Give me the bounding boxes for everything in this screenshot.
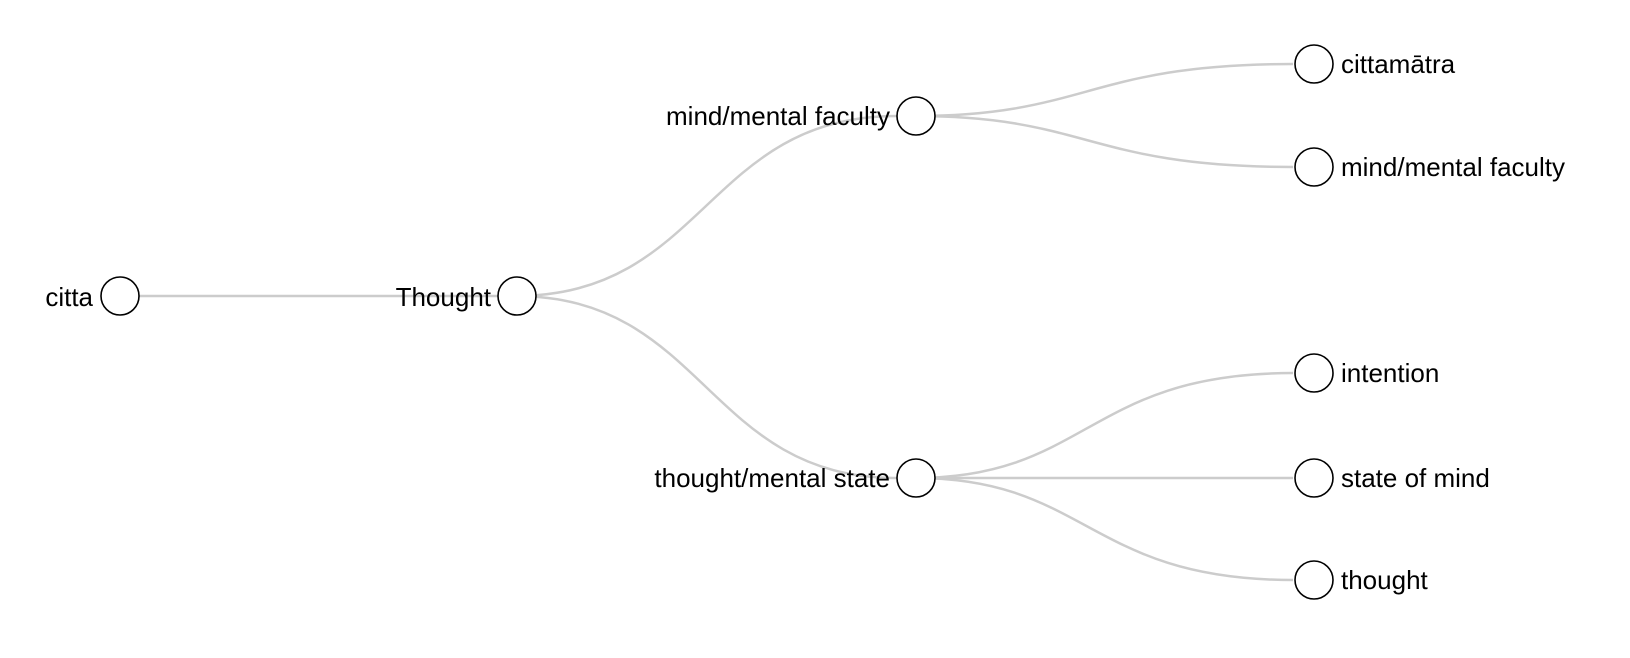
node-mind-mental-faculty-leaf[interactable]: mind/mental faculty xyxy=(1294,147,1565,187)
node-mind-mental-faculty[interactable]: mind/mental faculty xyxy=(666,96,936,136)
link-thought-mind-mental-faculty xyxy=(514,114,898,298)
node-label-cittamatra[interactable]: cittamātra xyxy=(1341,49,1456,79)
node-label-intention[interactable]: intention xyxy=(1341,358,1439,388)
node-circle-thought-category[interactable] xyxy=(497,276,537,316)
node-label-mind-mental-faculty-leaf[interactable]: mind/mental faculty xyxy=(1341,152,1565,182)
links-layer xyxy=(120,62,1294,582)
node-circle-state-of-mind[interactable] xyxy=(1294,458,1334,498)
link-faculty-cittamatra xyxy=(914,62,1294,118)
node-label-mind-mental-faculty[interactable]: mind/mental faculty xyxy=(666,101,890,131)
node-citta[interactable]: citta xyxy=(45,276,140,316)
node-thought-leaf[interactable]: thought xyxy=(1294,560,1429,600)
link-state-thought xyxy=(914,476,1294,582)
link-faculty-mind-mental-faculty xyxy=(914,114,1294,169)
node-label-thought-category[interactable]: Thought xyxy=(396,282,492,312)
node-label-state-of-mind[interactable]: state of mind xyxy=(1341,463,1490,493)
node-circle-cittamatra[interactable] xyxy=(1294,44,1334,84)
node-thought-mental-state[interactable]: thought/mental state xyxy=(654,458,936,498)
node-label-thought-leaf[interactable]: thought xyxy=(1341,565,1429,595)
node-intention[interactable]: intention xyxy=(1294,353,1439,393)
node-state-of-mind[interactable]: state of mind xyxy=(1294,458,1490,498)
link-state-intention xyxy=(914,371,1294,480)
nodes-layer: citta Thought mind/mental faculty though… xyxy=(45,44,1565,600)
node-cittamatra[interactable]: cittamātra xyxy=(1294,44,1456,84)
node-circle-thought-mental-state[interactable] xyxy=(896,458,936,498)
node-circle-mind-mental-faculty[interactable] xyxy=(896,96,936,136)
node-label-thought-mental-state[interactable]: thought/mental state xyxy=(654,463,890,493)
node-circle-thought-leaf[interactable] xyxy=(1294,560,1334,600)
node-circle-mind-mental-faculty-leaf[interactable] xyxy=(1294,147,1334,187)
node-circle-intention[interactable] xyxy=(1294,353,1334,393)
node-circle-citta[interactable] xyxy=(100,276,140,316)
link-thought-thought-mental-state xyxy=(514,294,898,480)
node-label-citta[interactable]: citta xyxy=(45,282,93,312)
node-thought-category[interactable]: Thought xyxy=(396,276,537,316)
